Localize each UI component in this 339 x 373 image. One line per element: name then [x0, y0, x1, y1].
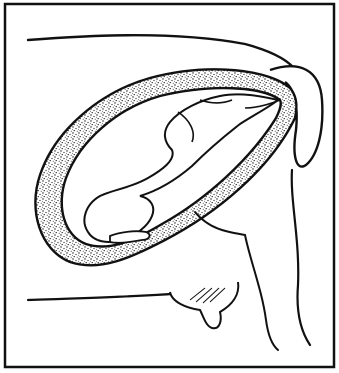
hind-leg-inner-line — [245, 235, 278, 350]
hind-leg-line — [292, 170, 310, 345]
body-back-line — [28, 35, 300, 76]
